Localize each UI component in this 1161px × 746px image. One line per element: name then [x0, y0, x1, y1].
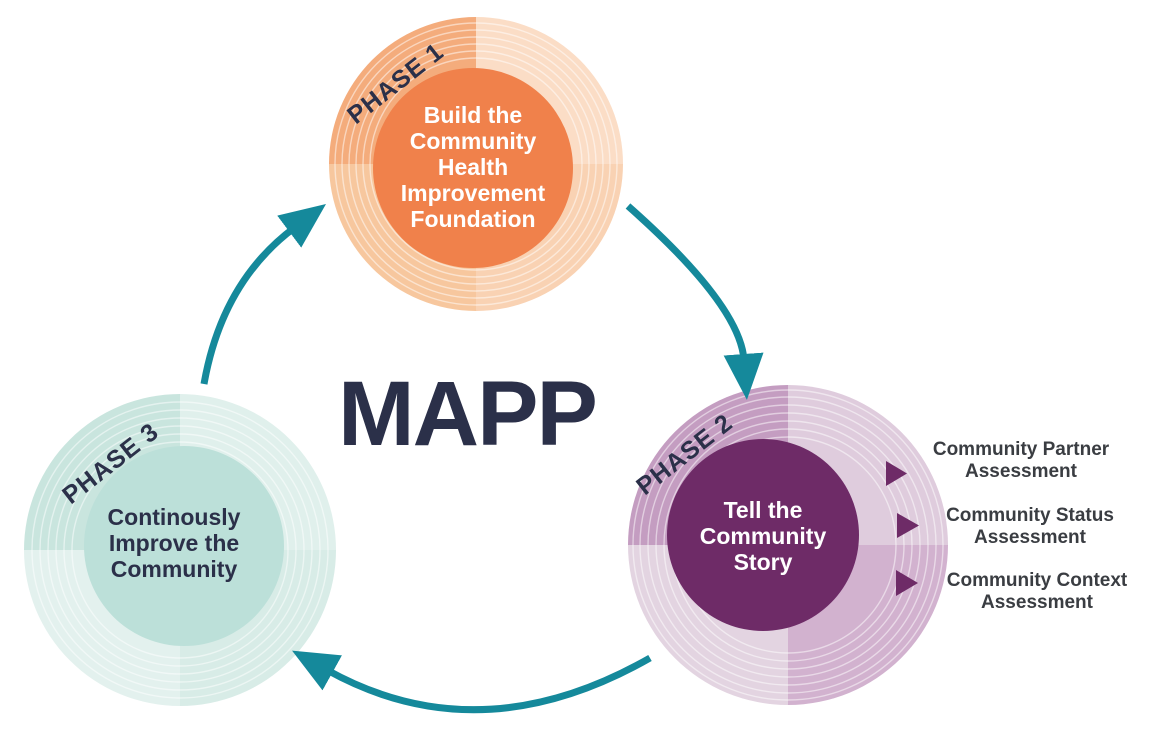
- phase-2-ring: [628, 385, 948, 705]
- cycle-arrow-phase1-to-phase2: [625, 203, 764, 400]
- phase-1-inner-circle: [373, 68, 573, 268]
- phase-3-ring: [24, 394, 336, 706]
- phase-3-inner-circle: [84, 446, 284, 646]
- phase-2-text: Tell the Community Story: [699, 497, 827, 575]
- phase-3-ring-texture: [31, 401, 329, 699]
- phase-2-inner-circle: [667, 439, 859, 631]
- cycle-arrow-phase3-to-phase1: [200, 203, 326, 385]
- diagram-title: MAPP: [338, 363, 598, 465]
- phase-3-text: Continously Improve the Community: [107, 504, 241, 582]
- cycle-arrow-phase2-to-phase3: [292, 650, 652, 714]
- assessment-item-partner: Community Partner Assessment: [932, 439, 1110, 482]
- phase-1-ring-texture: [334, 22, 618, 306]
- phase-1-text: Build the Community Health Improvement F…: [400, 102, 546, 232]
- phase-1-ring: [329, 17, 623, 311]
- assessment-item-context: Community Context Assessment: [946, 570, 1128, 613]
- assessment-item-status: Community Status Assessment: [946, 505, 1114, 548]
